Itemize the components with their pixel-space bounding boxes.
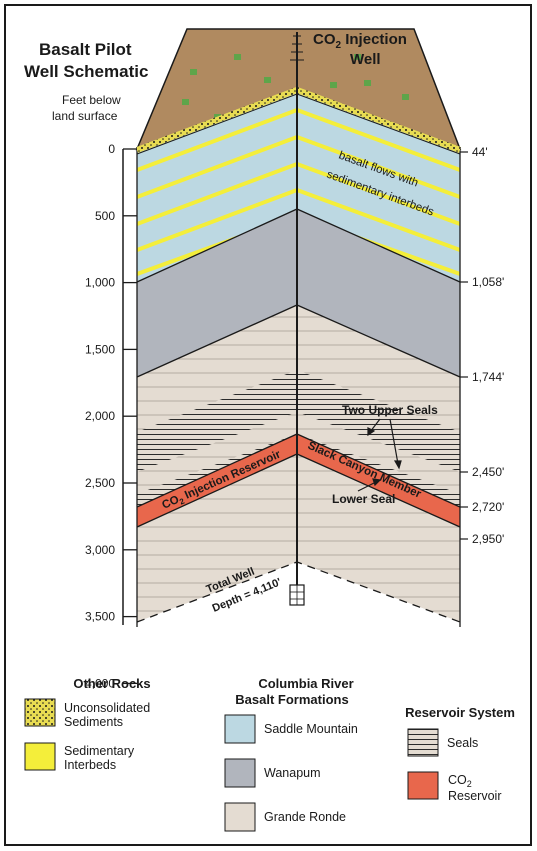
title-line1: Basalt Pilot [39, 40, 132, 59]
legend-unconsolidated-label-2: Sediments [64, 715, 123, 729]
depth-axis-label-line2: land surface [52, 109, 118, 123]
upper-seals-label: Two Upper Seals [342, 403, 438, 417]
legend-interbeds-label-1: Sedimentary [64, 744, 135, 758]
well-bore [289, 32, 305, 606]
upper-seals [137, 370, 460, 472]
formation-depth-label: 1,744' [472, 370, 504, 384]
formation-depth-label: 2,950' [472, 532, 504, 546]
depth-tick-label: 2,000 [85, 409, 115, 423]
depth-tick-label: 1,000 [85, 276, 115, 290]
legend-interbeds-label-2: Interbeds [64, 758, 116, 772]
legend-co2-reservoir-swatch [407, 771, 439, 800]
depth-axis-label-line1: Feet below [62, 93, 121, 107]
legend-seals-swatch [407, 728, 439, 757]
legend-reservoir-title: Reservoir System [405, 705, 515, 720]
well-label-line2: Well [350, 51, 381, 68]
formation-depth-label: 2,450' [472, 465, 504, 479]
depth-tick-label: 3,500 [85, 610, 115, 624]
legend-other-rocks-title: Other Rocks [73, 676, 150, 691]
formation-depth-label: 44' [472, 145, 488, 159]
well-label: CO2 Injection [313, 31, 407, 51]
saddle-mountain-zone [137, 90, 460, 282]
diagram-frame: Basalt Pilot Well Schematic CO2 Injectio… [4, 4, 532, 846]
formation-depth-label: 1,058' [472, 275, 504, 289]
legend-columbia-title-2: Basalt Formations [235, 692, 348, 707]
depth-axis-ticks: 0 500 1,000 1,500 2,000 2,500 3,000 3,500 4,000 [85, 142, 137, 690]
co2-reservoir-band [137, 434, 460, 527]
lower-seal-label: Lower Seal [332, 492, 395, 506]
depth-tick-label: 1,500 [85, 342, 115, 356]
legend-saddle-mountain-swatch [224, 714, 256, 744]
legend-interbeds-swatch [24, 742, 56, 771]
formation-depth-labels: 44' 1,058' 1,744' 2,450' 2,720' 2,950' [460, 145, 504, 546]
depth-tick-label: 3,000 [85, 543, 115, 557]
legend-unconsolidated-swatch [24, 698, 56, 727]
depth-tick-label: 4,000 [85, 676, 115, 690]
depth-tick-label: 0 [108, 142, 115, 156]
legend-wanapum-swatch [224, 758, 256, 788]
depth-tick-label: 2,500 [85, 476, 115, 490]
legend-columbia-title-1: Columbia River [258, 676, 353, 691]
title-line2: Well Schematic [24, 62, 148, 81]
lower-seal-arrow [357, 478, 382, 492]
legend-co2-reservoir-label-2: Reservoir [448, 789, 502, 803]
legend-grande-ronde-label: Grande Ronde [264, 810, 346, 824]
upper-seals-arrows [367, 418, 402, 470]
lower-seal [137, 434, 460, 507]
formation-depth-label: 2,720' [472, 500, 504, 514]
grande-ronde-zone [137, 305, 460, 622]
legend-unconsolidated-label-1: Unconsolidated [64, 701, 150, 715]
legend-wanapum-label: Wanapum [264, 766, 321, 780]
depth-tick-label: 500 [95, 209, 115, 223]
legend-seals-label: Seals [447, 736, 478, 750]
wanapum-zone [137, 209, 460, 377]
legend-co2-reservoir-label: CO2 [448, 773, 472, 789]
legend-grande-ronde-swatch [224, 802, 256, 832]
well-schematic: Basalt Pilot Well Schematic CO2 Injectio… [24, 28, 515, 832]
legend-saddle-mountain-label: Saddle Mountain [264, 722, 358, 736]
